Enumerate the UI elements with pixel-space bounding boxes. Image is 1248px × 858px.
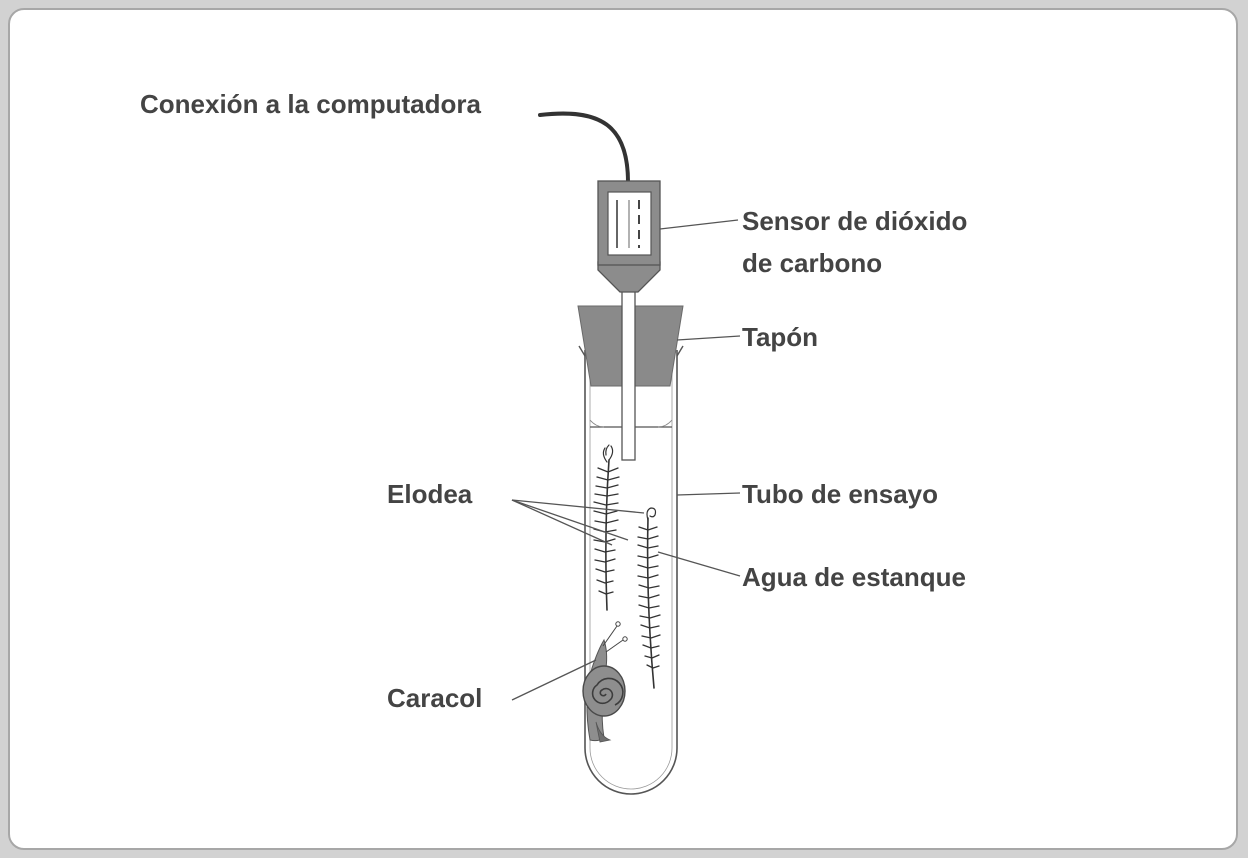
label-pond-water: Agua de estanque xyxy=(742,562,966,592)
label-co2-sensor-line1: Sensor de dióxido xyxy=(742,206,967,236)
leader-elodea-to-right-plant xyxy=(511,499,645,514)
water-meniscus xyxy=(589,419,673,428)
label-snail: Caracol xyxy=(387,683,482,713)
leader-test-tube xyxy=(676,492,741,496)
sensor-probe xyxy=(621,289,636,461)
leader-stopper xyxy=(676,335,741,341)
leader-elodea-to-mid-plant xyxy=(511,499,629,541)
label-co2-sensor-line2: de carbono xyxy=(742,248,882,278)
snail-foot xyxy=(595,721,612,743)
co2-sensor xyxy=(597,180,661,293)
snail-tentacle-lower xyxy=(605,639,624,653)
label-elodea: Elodea xyxy=(387,479,473,509)
snail-eye-upper xyxy=(615,621,621,627)
sensor-funnel xyxy=(597,261,661,293)
label-computer-connection: Conexión a la computadora xyxy=(140,89,481,119)
snail-shell-spiral xyxy=(591,677,624,706)
leader-elodea-to-left-plant xyxy=(511,499,613,546)
computer-cable xyxy=(538,111,630,184)
label-test-tube: Tubo de ensayo xyxy=(742,479,938,509)
snail-eye-lower xyxy=(622,636,628,642)
label-stopper: Tapón xyxy=(742,322,818,352)
leader-co2-sensor xyxy=(659,219,739,230)
leader-snail xyxy=(511,659,597,701)
test-tube-inner-wall xyxy=(589,352,673,790)
snail xyxy=(582,621,628,743)
elodea-plant-right xyxy=(637,507,661,689)
test-tube-lip xyxy=(578,345,684,357)
leader-pond-water xyxy=(657,551,741,577)
snail-shell xyxy=(582,665,626,717)
snail-tentacle-upper xyxy=(602,625,618,647)
